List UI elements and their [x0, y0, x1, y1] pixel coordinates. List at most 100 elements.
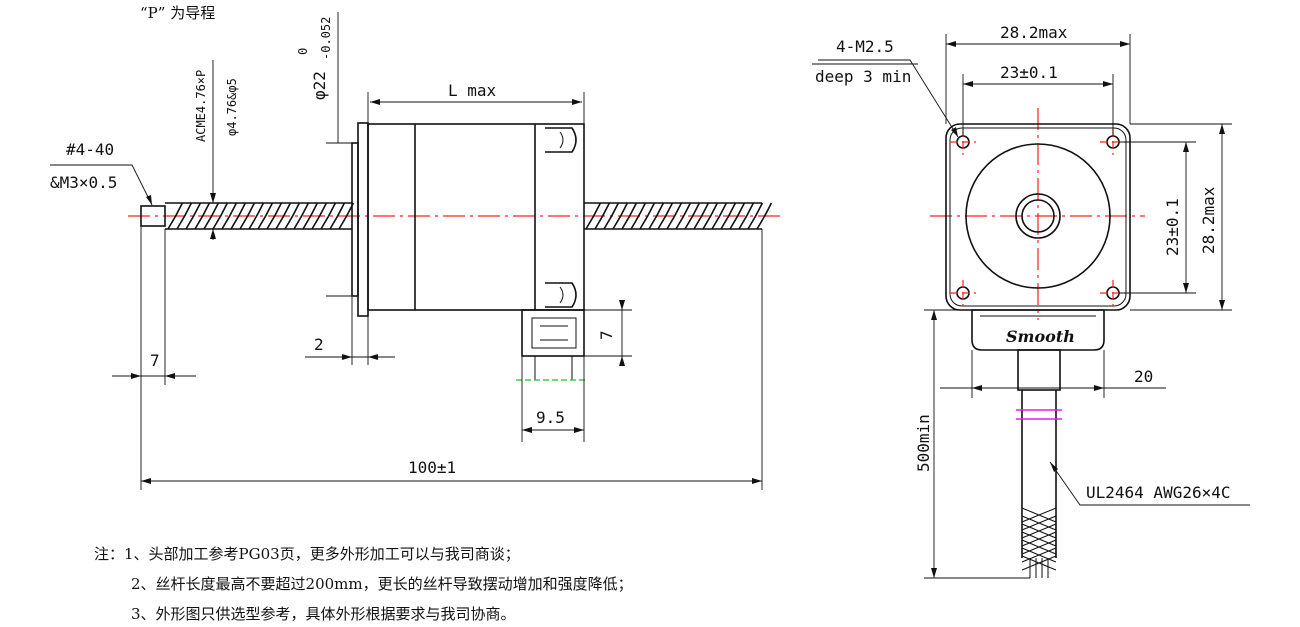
- dim-width-max: [945, 34, 1131, 124]
- thread-crest: [657, 202, 674, 230]
- dim-hole-spacing: [962, 74, 1114, 136]
- thread-crest: [212, 202, 229, 230]
- thread-label-1: #4-40: [66, 140, 114, 159]
- lead-note: “P” 为导程: [140, 4, 215, 22]
- note-line-3: 3、外形图只供选型参考，具体外形根据要求与我司协商。: [131, 605, 516, 623]
- thread-crest: [230, 202, 247, 230]
- thread-crest: [257, 202, 274, 230]
- hole-spacing-label: 23±0.1: [1000, 63, 1058, 82]
- braid-strand: [1021, 555, 1057, 571]
- thread-crest: [648, 202, 665, 230]
- connector-side: [971, 309, 1105, 391]
- shaft-inner: [1021, 199, 1055, 233]
- thread-crest: [167, 202, 184, 230]
- thread-label-2: &M3×0.5: [50, 173, 117, 192]
- dim-tip: [112, 226, 196, 490]
- dim-height-spacing: [1119, 141, 1196, 294]
- thread-crest: [266, 202, 283, 230]
- dim-connector-w: [521, 356, 585, 442]
- cable-leader: [1049, 461, 1250, 506]
- thread-crest: [248, 202, 265, 230]
- thread-crest: [702, 202, 719, 230]
- thread-crest: [693, 202, 710, 230]
- height-spacing-label: 23±0.1: [1163, 198, 1182, 256]
- screw-spec: ACME4.76×P: [194, 70, 208, 142]
- front-view: “P” 为导程 ACME4.76×P φ4.76&φ5 φ22 0 -0.052…: [50, 4, 780, 490]
- side-view: 4-M2.5 deep 3 min 28.2max 23±0.1 23±0.1 …: [812, 23, 1250, 579]
- connector-front: [516, 309, 588, 381]
- thread-crest: [630, 202, 647, 230]
- cable-len-label: 500min: [914, 414, 933, 472]
- thread-crest: [203, 202, 220, 230]
- thread-crest: [720, 202, 737, 230]
- thread-crest: [612, 202, 629, 230]
- front-plate-lip: [357, 122, 369, 317]
- cable-spec-label: UL2464 AWG26×4C: [1086, 483, 1231, 502]
- thread-crest: [185, 202, 202, 230]
- boss-tol-lower: -0.052: [319, 17, 333, 60]
- thread-crest: [594, 202, 611, 230]
- hole-leader: [818, 59, 959, 138]
- thread-crest: [747, 202, 764, 230]
- dim-boss-label: 2: [314, 335, 324, 354]
- screw-tip: [140, 205, 166, 227]
- thread-crest: [293, 202, 310, 230]
- brand-logo: Smooth: [1006, 327, 1075, 346]
- note-line-1: 注：1、头部加工参考PG03页，更多外形加工可以与我司商谈；: [94, 545, 520, 563]
- boss-tol-upper: 0: [296, 48, 310, 55]
- motor-body: [367, 123, 585, 311]
- length-label: L max: [448, 81, 497, 100]
- thread-crest: [329, 202, 346, 230]
- dim-total-label: 100±1: [408, 458, 456, 477]
- thread-crest: [738, 202, 755, 230]
- dim-cable-length: [924, 309, 1030, 579]
- notes: 注：1、头部加工参考PG03页，更多外形加工可以与我司商谈； 2、丝杆长度最高不…: [94, 545, 633, 623]
- boss-circle: [965, 143, 1111, 289]
- thread-crest: [176, 202, 193, 230]
- braid-strand: [1021, 523, 1057, 539]
- braid-strand: [1021, 539, 1057, 555]
- cable: [1016, 390, 1062, 578]
- thread-crest: [666, 202, 683, 230]
- thread-crest: [585, 202, 602, 230]
- note-line-2: 2、丝杆长度最高不要超过200mm，更长的丝杆导致摆动增加和强度降低；: [131, 575, 633, 593]
- boss-dia: φ22: [310, 71, 329, 100]
- braid-strand: [1021, 531, 1057, 547]
- screw-dia: φ4.76&φ5: [225, 78, 239, 136]
- height-max-label: 28.2max: [1199, 186, 1218, 254]
- thread-crest: [275, 202, 292, 230]
- dim-tip-label: 7: [150, 351, 160, 370]
- dim-connector-w-label: 9.5: [536, 408, 565, 427]
- dim-boss: [305, 296, 395, 365]
- flange-boss: [351, 142, 359, 297]
- hole-label-1: 4-M2.5: [836, 37, 894, 56]
- thread-crest: [284, 202, 301, 230]
- thread-crest: [621, 202, 638, 230]
- braid-strand: [1021, 507, 1057, 523]
- lead-screw-right: [584, 202, 773, 230]
- dim-connector-side: [940, 350, 1166, 398]
- width-max-label: 28.2max: [1000, 23, 1068, 42]
- dim-height-max: [1130, 123, 1232, 311]
- braid-strand: [1021, 547, 1057, 563]
- dim-connector-h-label: 7: [597, 330, 616, 340]
- dim-connector-h: [584, 300, 632, 366]
- thread-crest: [239, 202, 256, 230]
- thread-crest: [302, 202, 319, 230]
- connector-w-label: 20: [1134, 367, 1153, 386]
- thread-crest: [756, 202, 773, 230]
- thread-crest: [603, 202, 620, 230]
- thread-leader: [50, 164, 153, 206]
- thread-crest: [729, 202, 746, 230]
- thread-crest: [684, 202, 701, 230]
- hole-label-2: deep 3 min: [815, 67, 911, 86]
- thread-crest: [311, 202, 328, 230]
- thread-crest: [320, 202, 337, 230]
- braid-strand: [1021, 515, 1057, 531]
- dim-total: [141, 229, 763, 490]
- thread-crest: [194, 202, 211, 230]
- thread-crest: [675, 202, 692, 230]
- thread-crest: [221, 202, 238, 230]
- shaft-outer: [1015, 193, 1061, 239]
